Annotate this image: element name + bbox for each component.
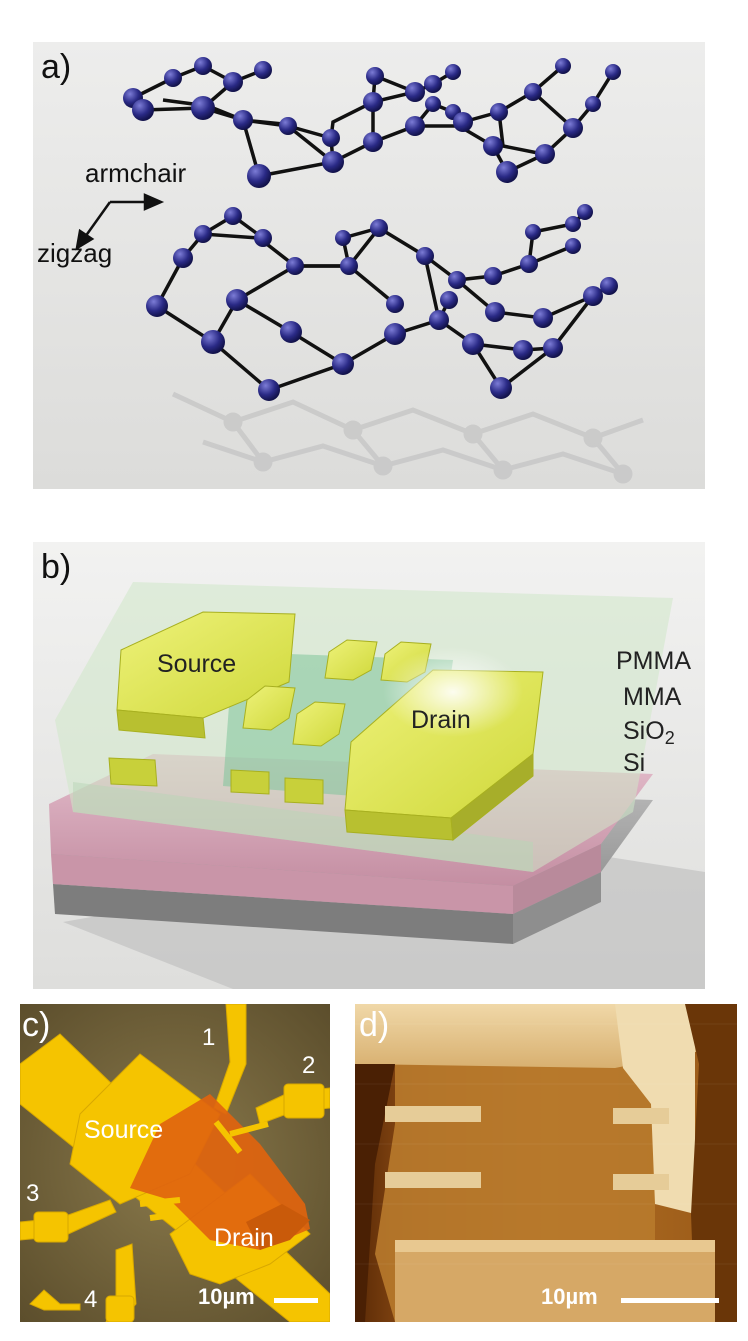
contact-label-3: 3: [26, 1180, 40, 1207]
device-stack-illustration: [33, 542, 705, 989]
layer-label-mma: MMA: [623, 683, 682, 711]
layer-label-si: Si: [623, 749, 646, 777]
panel-c: c) Source Drain 1 2 3 4 10µm: [20, 1004, 330, 1322]
panel-c-label: c): [22, 1006, 51, 1044]
armchair-label: armchair: [85, 158, 187, 188]
flake: [130, 1094, 310, 1250]
layer-label-sio2: SiO2: [623, 717, 675, 748]
layer-label-pmma: PMMA: [616, 647, 691, 675]
panel-d-scalebar: [621, 1298, 719, 1303]
drain-label: Drain: [411, 706, 471, 734]
panel-a: a) armchair zigzag: [33, 42, 705, 489]
optical-micrograph: [20, 1004, 330, 1322]
phosphorene-lattice-illustration: [33, 42, 705, 489]
afm-image: [355, 1004, 737, 1322]
lower-layer-atoms: [146, 204, 618, 401]
panel-b-label: b): [41, 548, 72, 586]
sio2-text: SiO: [623, 717, 665, 745]
afm-finger: [385, 1106, 481, 1122]
panel-a-label: a): [41, 48, 72, 86]
panel-c-scale-label: 10µm: [198, 1284, 255, 1309]
optical-source-label: Source: [84, 1116, 164, 1144]
panel-d-scale-label: 10µm: [541, 1284, 598, 1309]
zigzag-label: zigzag: [37, 238, 113, 268]
contact-label-2: 2: [302, 1052, 316, 1079]
panel-b: b) Source Drain PMMA MMA SiO2 Si: [33, 542, 705, 989]
panel-d: d) 10µm: [355, 1004, 737, 1322]
source-label: Source: [157, 650, 237, 678]
optical-drain-label: Drain: [214, 1224, 274, 1252]
panel-d-label: d): [359, 1006, 390, 1044]
upper-layer-atoms: [123, 57, 621, 188]
panel-c-scalebar: [274, 1298, 318, 1303]
sio2-subscript: 2: [664, 728, 675, 748]
contact-label-1: 1: [202, 1024, 216, 1051]
contact-label-4: 4: [84, 1286, 98, 1313]
lattice-direction-arrows: [75, 193, 165, 251]
lattice-shadow: [171, 391, 644, 484]
